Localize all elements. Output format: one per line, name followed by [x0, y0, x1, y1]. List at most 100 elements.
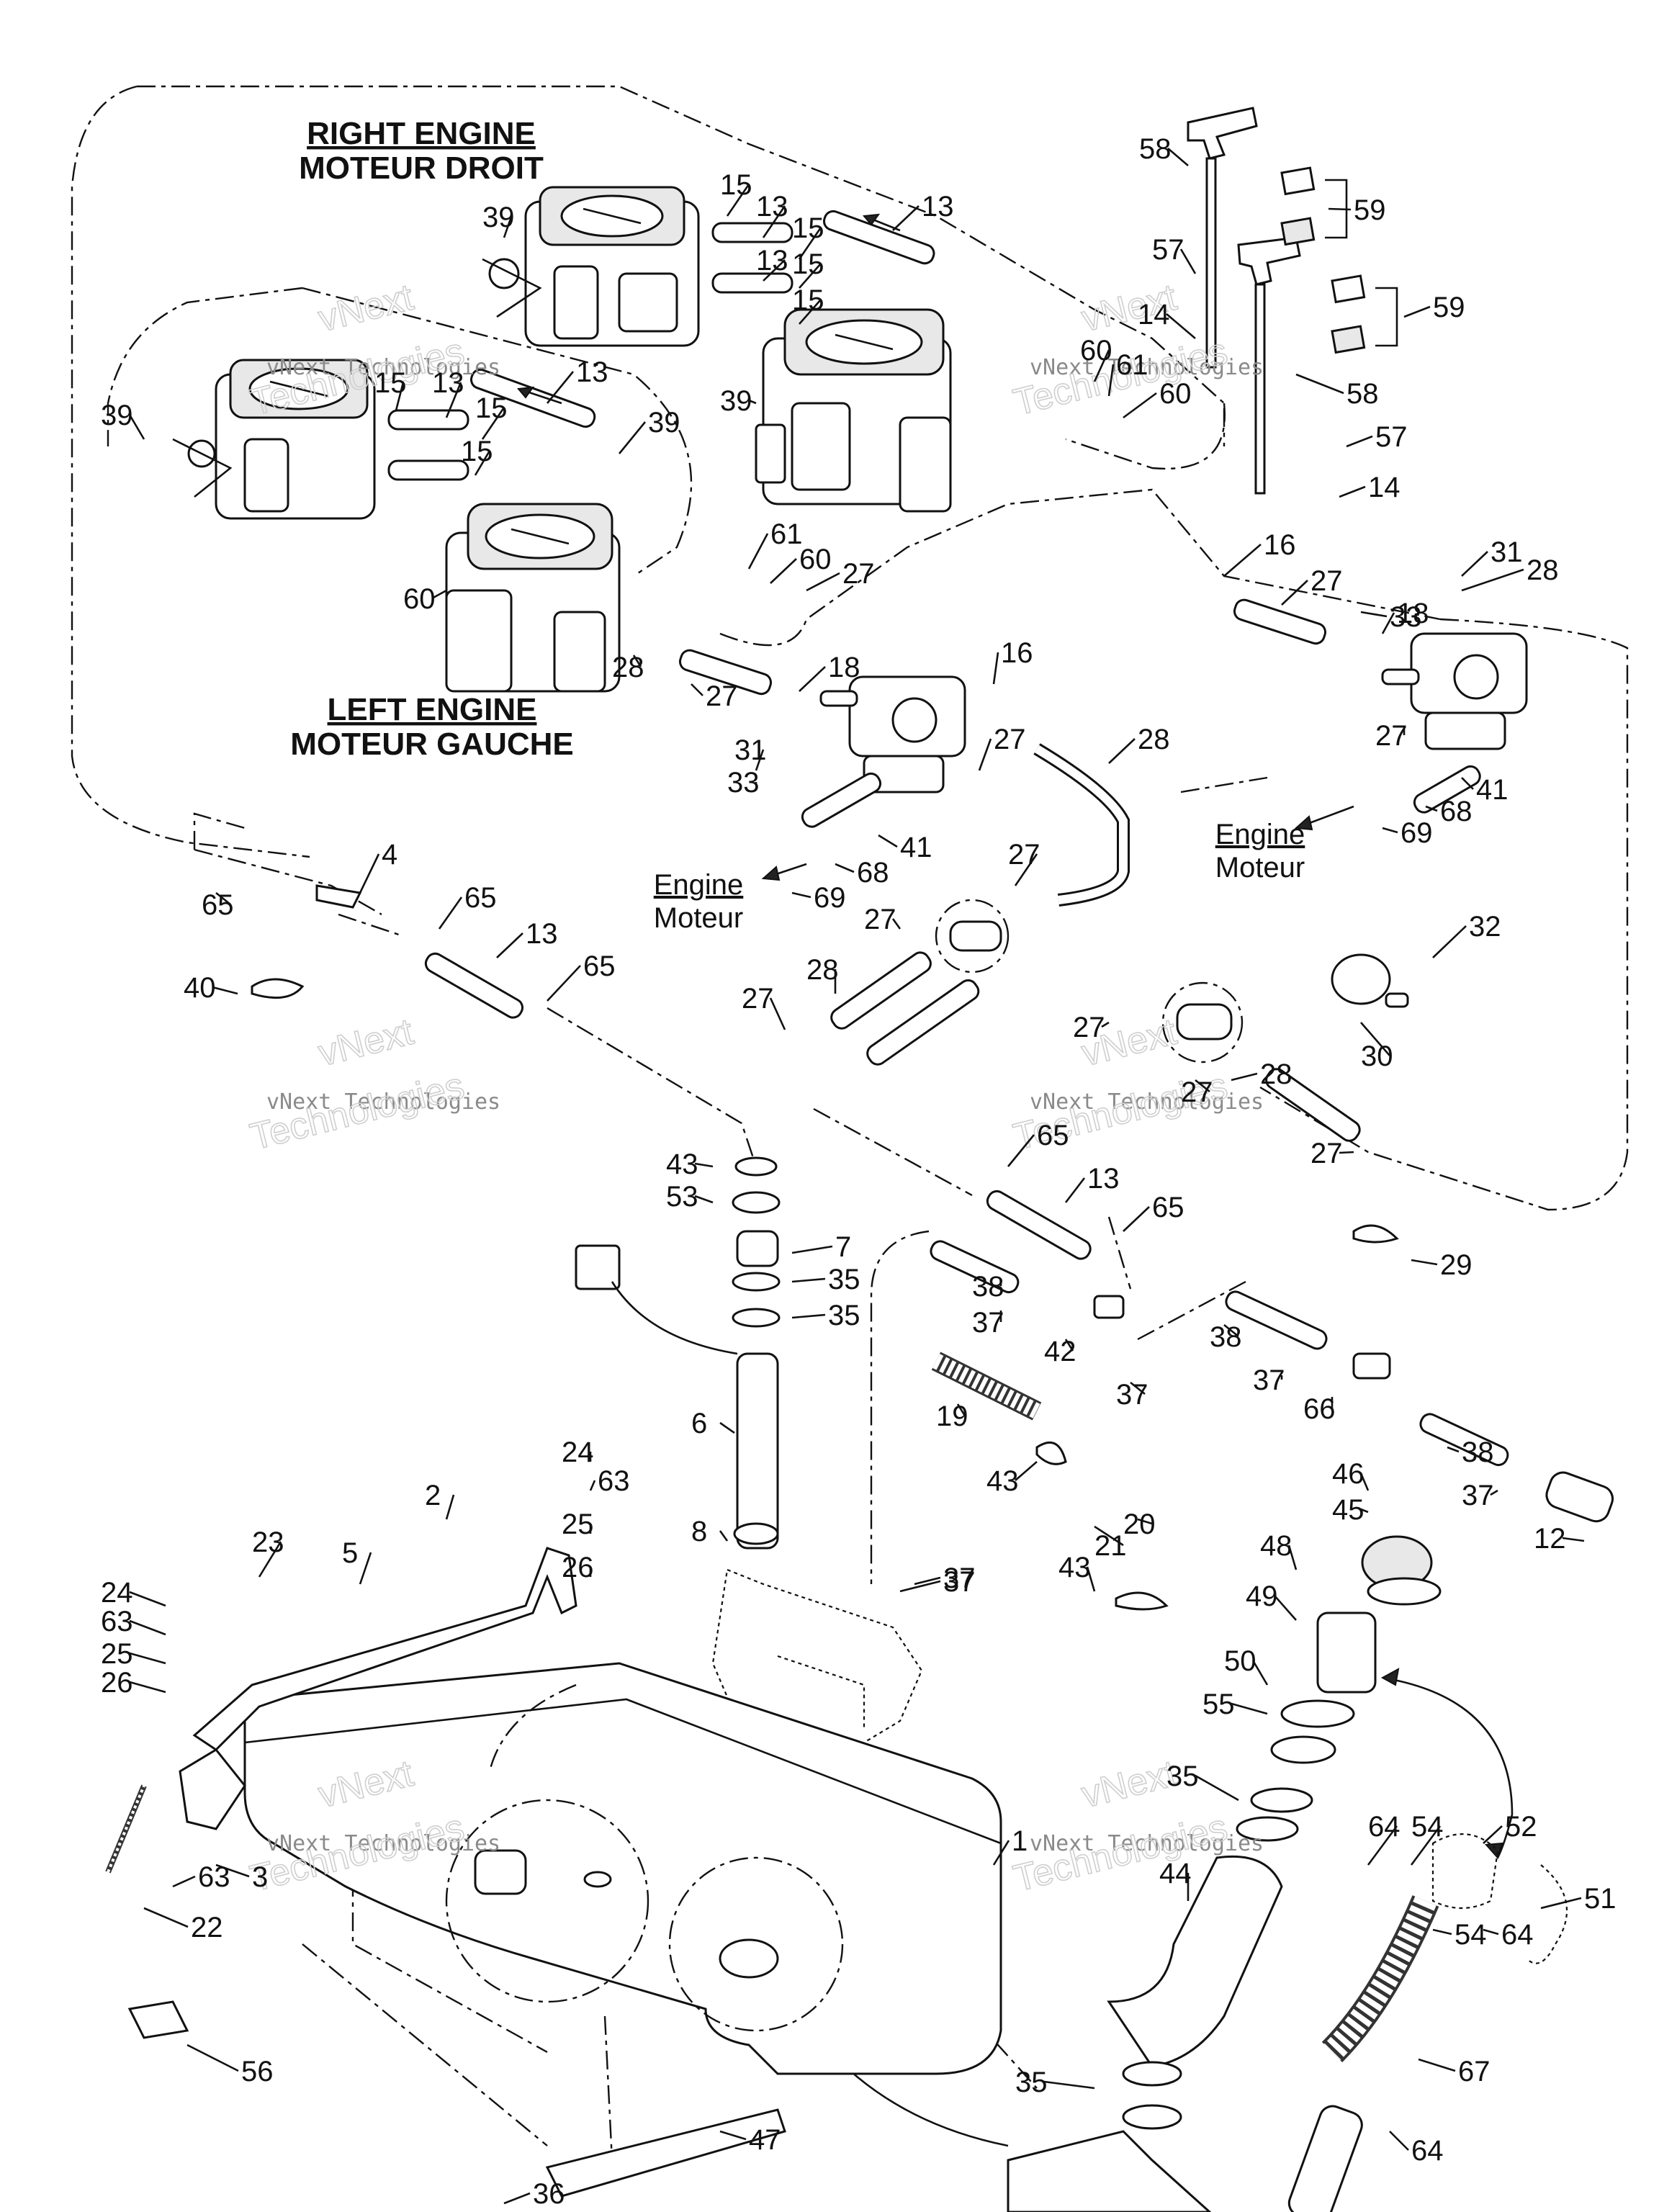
- callout-leader-line: [215, 1863, 250, 1878]
- callout-leader-line: [1007, 1134, 1035, 1167]
- callout-number: 63: [598, 1465, 630, 1497]
- callout-number: 13: [922, 191, 954, 222]
- callout-leader-line: [129, 1681, 166, 1694]
- callout-number: 45: [1332, 1494, 1364, 1526]
- callout-number: 60: [1080, 335, 1112, 367]
- watermark-vnext: vNext: [314, 276, 418, 341]
- callout-number: 22: [191, 1912, 223, 1943]
- callout-number: 38: [972, 1271, 1004, 1303]
- callout-leader-line: [891, 918, 902, 930]
- callout-number: 68: [857, 857, 889, 889]
- callout-leader-line: [1043, 2080, 1095, 2090]
- callout-number: 61: [770, 518, 803, 550]
- callout-leader-line: [481, 407, 505, 440]
- callout-leader-line: [1382, 827, 1398, 834]
- callout-leader-line: [1339, 485, 1366, 498]
- callout-leader-line: [632, 655, 642, 667]
- callout-number: 35: [1166, 1761, 1199, 1792]
- callout-leader-line: [1411, 1259, 1438, 1266]
- callout-leader-line: [1108, 738, 1136, 764]
- fuel-tank: [105, 1547, 1002, 2198]
- callout-leader-line: [1064, 1177, 1086, 1203]
- callout-number: 35: [1015, 2067, 1048, 2098]
- callout-leader-line: [762, 205, 786, 238]
- callout-leader-line: [1015, 1461, 1038, 1481]
- callout-number: 41: [900, 832, 932, 863]
- watermark-vnext: vNext: [314, 1011, 418, 1075]
- callout-leader-line: [129, 1619, 166, 1636]
- callout-number: 59: [1354, 194, 1386, 226]
- callout-leader-line: [1360, 611, 1388, 618]
- callout-number: 33: [727, 767, 760, 799]
- callout-leader-line: [618, 421, 647, 454]
- left-engine-title-en: LEFT ENGINE: [328, 692, 537, 727]
- callout-leader-line: [719, 2130, 747, 2141]
- callout-number: 13: [756, 245, 788, 276]
- callout-number: 43: [1058, 1552, 1091, 1583]
- callout-number: 63: [198, 1861, 230, 1893]
- callout-number: 16: [1264, 529, 1296, 561]
- watermark-vnext-technologies: vNext Technologies: [1030, 1089, 1264, 1115]
- callout-number: 18: [1397, 598, 1429, 629]
- callout-number: 1: [1012, 1825, 1028, 1857]
- callout-number: 16: [1001, 637, 1033, 669]
- left-engine-carburetors: [172, 359, 621, 693]
- callout-number: 64: [1368, 1811, 1401, 1843]
- callout-leader-line: [1195, 1079, 1210, 1093]
- callout-number: 28: [1260, 1058, 1292, 1090]
- callout-leader-line: [791, 1245, 833, 1254]
- callout-leader-line: [1094, 1525, 1124, 1547]
- callout-number: 33: [1390, 601, 1422, 633]
- callout-leader-line: [1107, 364, 1115, 397]
- callout-leader-line: [1130, 1381, 1146, 1395]
- callout-number: 27: [706, 680, 738, 712]
- callout-number: 57: [1375, 421, 1408, 453]
- pumps-and-filters: [251, 598, 1614, 1611]
- callout-number: 20: [1123, 1509, 1156, 1540]
- callout-leader-line: [1287, 1545, 1298, 1570]
- callout-number: 41: [1476, 774, 1509, 806]
- callout-number: 37: [943, 1566, 976, 1598]
- callout-leader-line: [1195, 1774, 1239, 1802]
- callout-number: 23: [252, 1527, 284, 1558]
- callout-leader-line: [1223, 544, 1262, 577]
- callout-number: 5: [342, 1537, 358, 1569]
- callout-number: 31: [1491, 536, 1523, 568]
- callout-number: 50: [1224, 1645, 1256, 1677]
- callout-number: 15: [374, 367, 407, 399]
- callout-leader-line: [474, 450, 491, 476]
- callout-leader-line: [1483, 1928, 1499, 1936]
- callout-number: 38: [1462, 1437, 1494, 1468]
- callout-leader-line: [1410, 1825, 1442, 1866]
- callout-number: 27: [1008, 839, 1040, 871]
- callout-leader-line: [1137, 1518, 1153, 1525]
- callout-number: 69: [814, 882, 846, 914]
- callout-leader-line: [172, 1875, 196, 1888]
- callout-leader-line: [1179, 248, 1197, 274]
- callout-number: 26: [101, 1667, 133, 1699]
- callout-leader-line: [1086, 1566, 1096, 1592]
- callout-leader-line: [914, 1576, 941, 1586]
- callout-leader-line: [694, 1195, 714, 1204]
- callout-leader-line: [1461, 777, 1474, 790]
- callout-number: 60: [799, 544, 832, 575]
- callout-number: 37: [1116, 1379, 1148, 1411]
- callout-number: 39: [482, 202, 515, 233]
- fuel-pickup-assembly: [575, 1156, 781, 1550]
- callout-leader-line: [1339, 1151, 1354, 1154]
- callout-number: 25: [101, 1638, 133, 1670]
- callout-number: 65: [1037, 1120, 1069, 1151]
- callout-number: 58: [1346, 378, 1379, 410]
- callout-number: 15: [792, 248, 824, 280]
- callout-number: 18: [828, 652, 860, 683]
- callout-leader-line: [503, 216, 513, 238]
- callout-leader-line: [129, 1652, 166, 1665]
- engine-dest-fr-2: Moteur: [1215, 852, 1305, 884]
- callout-number: 47: [749, 2124, 781, 2156]
- callout-leader-line: [496, 932, 523, 958]
- callout-number: 59: [1433, 292, 1465, 323]
- callout-leader-line: [1367, 1825, 1398, 1866]
- callout-number: 35: [828, 1300, 860, 1331]
- callout-number: 32: [1469, 911, 1501, 943]
- callout-leader-line: [359, 853, 380, 894]
